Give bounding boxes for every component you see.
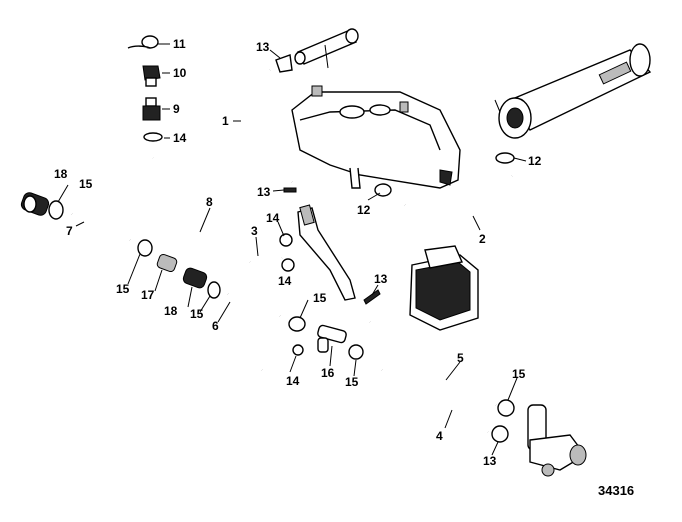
leader-lines (57, 43, 527, 456)
callout-16: 16 (321, 366, 335, 380)
callout-5: 5 (457, 351, 464, 365)
callout-13: 13 (374, 272, 388, 286)
actuator-block (409, 245, 479, 331)
clamp-14-a (279, 233, 293, 247)
callout-2: 2 (479, 232, 486, 246)
callout-15: 15 (313, 291, 327, 305)
callout-11: 11 (173, 37, 186, 51)
callout-14: 14 (266, 211, 280, 225)
callout-1: 1 (222, 114, 229, 128)
fitting-18-left (20, 192, 50, 216)
fitting-10 (142, 65, 161, 87)
callout-12: 12 (357, 203, 371, 217)
callout-4: 4 (436, 429, 443, 443)
clamp-15-left (48, 200, 64, 220)
callout-15: 15 (345, 375, 359, 389)
hose-5 (379, 363, 498, 412)
hose-7 (69, 208, 133, 246)
clamp-12-b (495, 152, 515, 164)
heat-exchanger (494, 43, 652, 139)
clamp-13-a (275, 54, 293, 73)
exhaust-manifold (291, 85, 461, 189)
clamp-14-c (292, 344, 304, 356)
callout-15: 15 (190, 307, 204, 321)
callout-15: 15 (512, 367, 526, 381)
clamp-15-c (288, 316, 306, 332)
clamp-13-c (363, 289, 381, 305)
callout-6: 6 (212, 319, 219, 333)
clamp-13-b (283, 187, 297, 193)
clamp-14-top (143, 132, 163, 142)
hose-6 (225, 288, 283, 322)
callout-13: 13 (256, 40, 270, 54)
callout-3: 3 (251, 224, 258, 238)
clamp-12-a (374, 183, 392, 197)
callout-14: 14 (173, 131, 187, 145)
bracket (297, 204, 356, 301)
fitting-9 (142, 97, 161, 121)
clamp-15-b (207, 281, 221, 299)
callout-13: 13 (483, 454, 497, 468)
clamp-13-d (491, 425, 509, 443)
callout-8: 8 (206, 195, 213, 209)
callout-15: 15 (79, 177, 93, 191)
tee-fitting-16 (317, 324, 347, 353)
callouts: 11 10 9 14 1 13 13 12 12 2 8 3 14 14 18 … (54, 37, 542, 468)
callout-7: 7 (66, 224, 73, 238)
clamp-15-a (137, 239, 153, 257)
callout-9: 9 (173, 102, 180, 116)
fitting-18-mid (182, 267, 208, 289)
callout-17: 17 (141, 288, 155, 302)
callout-10: 10 (173, 66, 187, 80)
callout-15: 15 (116, 282, 130, 296)
fitting-assembly (527, 404, 587, 477)
figure-reference-number: 34316 (598, 483, 634, 498)
water-pipe-top (294, 28, 359, 69)
callout-14: 14 (278, 274, 292, 288)
cap-11 (127, 35, 159, 49)
callout-18: 18 (54, 167, 68, 181)
hose-3 (245, 253, 287, 275)
callout-18: 18 (164, 304, 178, 318)
callout-14: 14 (286, 374, 300, 388)
hose-1 (233, 64, 295, 189)
hose-2 (403, 171, 518, 218)
fitting-17 (156, 253, 178, 273)
callout-12: 12 (528, 154, 542, 168)
clamp-15-e (497, 399, 515, 417)
hose-4 (365, 317, 490, 439)
clamp-15-d (348, 344, 364, 360)
clamp-14-b (281, 258, 295, 272)
callout-13: 13 (257, 185, 271, 199)
